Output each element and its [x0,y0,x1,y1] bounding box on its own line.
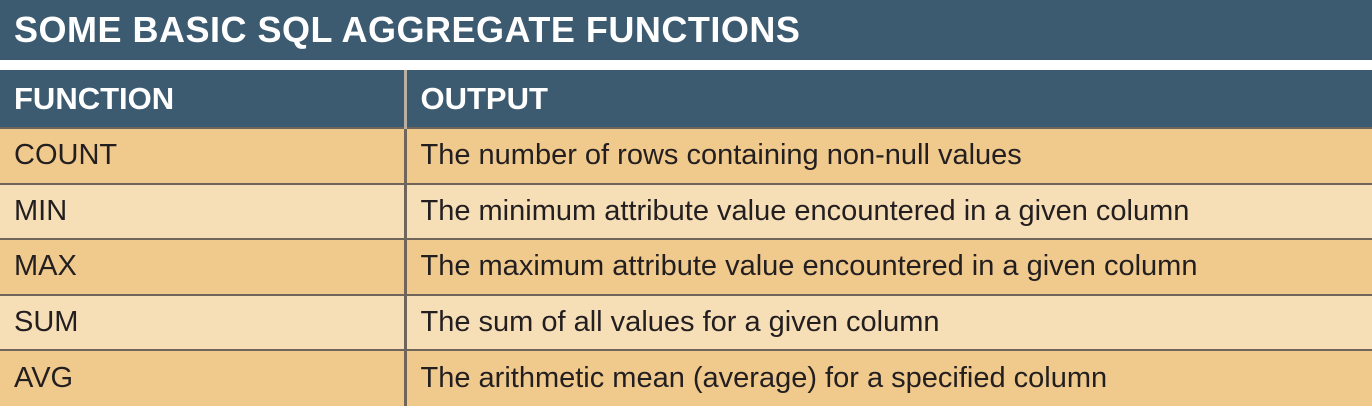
table-row: AVG The arithmetic mean (average) for a … [0,349,1372,406]
table-row: COUNT The number of rows containing non-… [0,127,1372,184]
column-header-output: OUTPUT [405,70,1372,128]
output-cell: The sum of all values for a given column [405,293,1372,351]
output-cell: The minimum attribute value encountered … [405,182,1372,240]
header-row: FUNCTION OUTPUT [0,70,1372,128]
aggregate-functions-table: FUNCTION OUTPUT COUNT The number of rows… [0,70,1372,406]
function-cell: MIN [0,182,407,240]
function-cell: AVG [0,349,407,406]
function-cell: COUNT [0,127,407,184]
table-row: MIN The minimum attribute value encounte… [0,182,1372,240]
column-header-function: FUNCTION [0,70,407,128]
output-cell: The number of rows containing non-null v… [405,127,1372,184]
function-cell: SUM [0,293,407,351]
table-row: MAX The maximum attribute value encounte… [0,238,1372,295]
table-row: SUM The sum of all values for a given co… [0,293,1372,351]
table-title: SOME BASIC SQL AGGREGATE FUNCTIONS [0,0,1372,60]
function-cell: MAX [0,238,407,295]
output-cell: The maximum attribute value encountered … [405,238,1372,295]
output-cell: The arithmetic mean (average) for a spec… [405,349,1372,406]
